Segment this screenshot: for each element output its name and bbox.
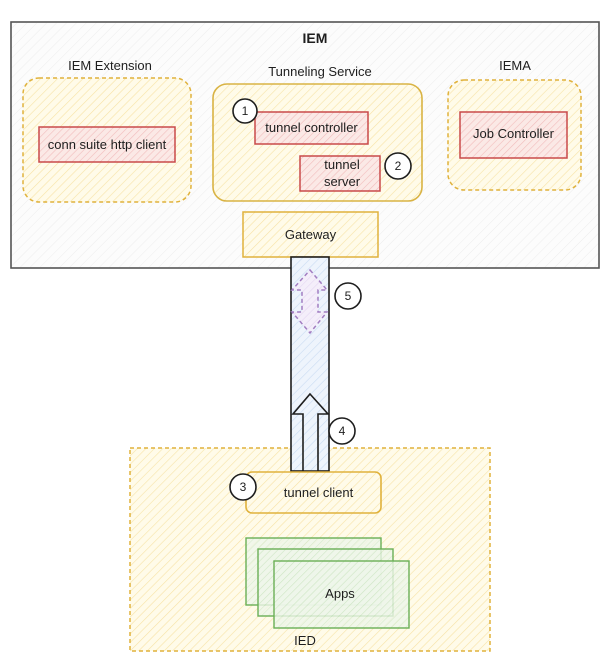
- step-number-1: 1: [241, 104, 249, 118]
- step-number-5: 5: [344, 289, 352, 303]
- conn-suite-http-client-box: [38, 126, 176, 163]
- gateway-label: Gateway: [284, 227, 337, 242]
- apps-label: Apps: [325, 586, 355, 601]
- tunnel-controller-label: tunnel controller: [265, 120, 358, 135]
- conn-suite-http-client-label: conn suite http client: [47, 137, 167, 152]
- gateway-box: [242, 211, 379, 258]
- upward-arrow: [291, 392, 330, 472]
- step-circle-4: [328, 417, 356, 445]
- tunnel-controller-box: [254, 111, 369, 145]
- apps-box-front: [273, 560, 410, 629]
- job-controller-label: Job Controller: [473, 126, 554, 141]
- tunnel-client-label: tunnel client: [283, 485, 354, 500]
- ied-title: IED: [294, 633, 316, 648]
- iem-title: IEM: [302, 30, 328, 46]
- step-circle-2: [384, 152, 412, 180]
- bidirectional-arrow: [290, 268, 329, 335]
- step-number-3: 3: [239, 480, 247, 494]
- step-number-4: 4: [338, 424, 346, 438]
- job-controller-box: [459, 111, 568, 159]
- tunneling-service-title: Tunneling Service: [268, 64, 372, 79]
- step-number-2: 2: [394, 159, 402, 173]
- step-circle-5: [334, 282, 362, 310]
- step-circle-3: [229, 473, 257, 501]
- iema-title: IEMA: [499, 58, 531, 73]
- step-circle-1: [232, 98, 258, 124]
- tunnel-server-box: [299, 155, 381, 192]
- iem-extension-title: IEM Extension: [68, 58, 152, 73]
- tunnel-server-label: tunnel server: [323, 157, 361, 189]
